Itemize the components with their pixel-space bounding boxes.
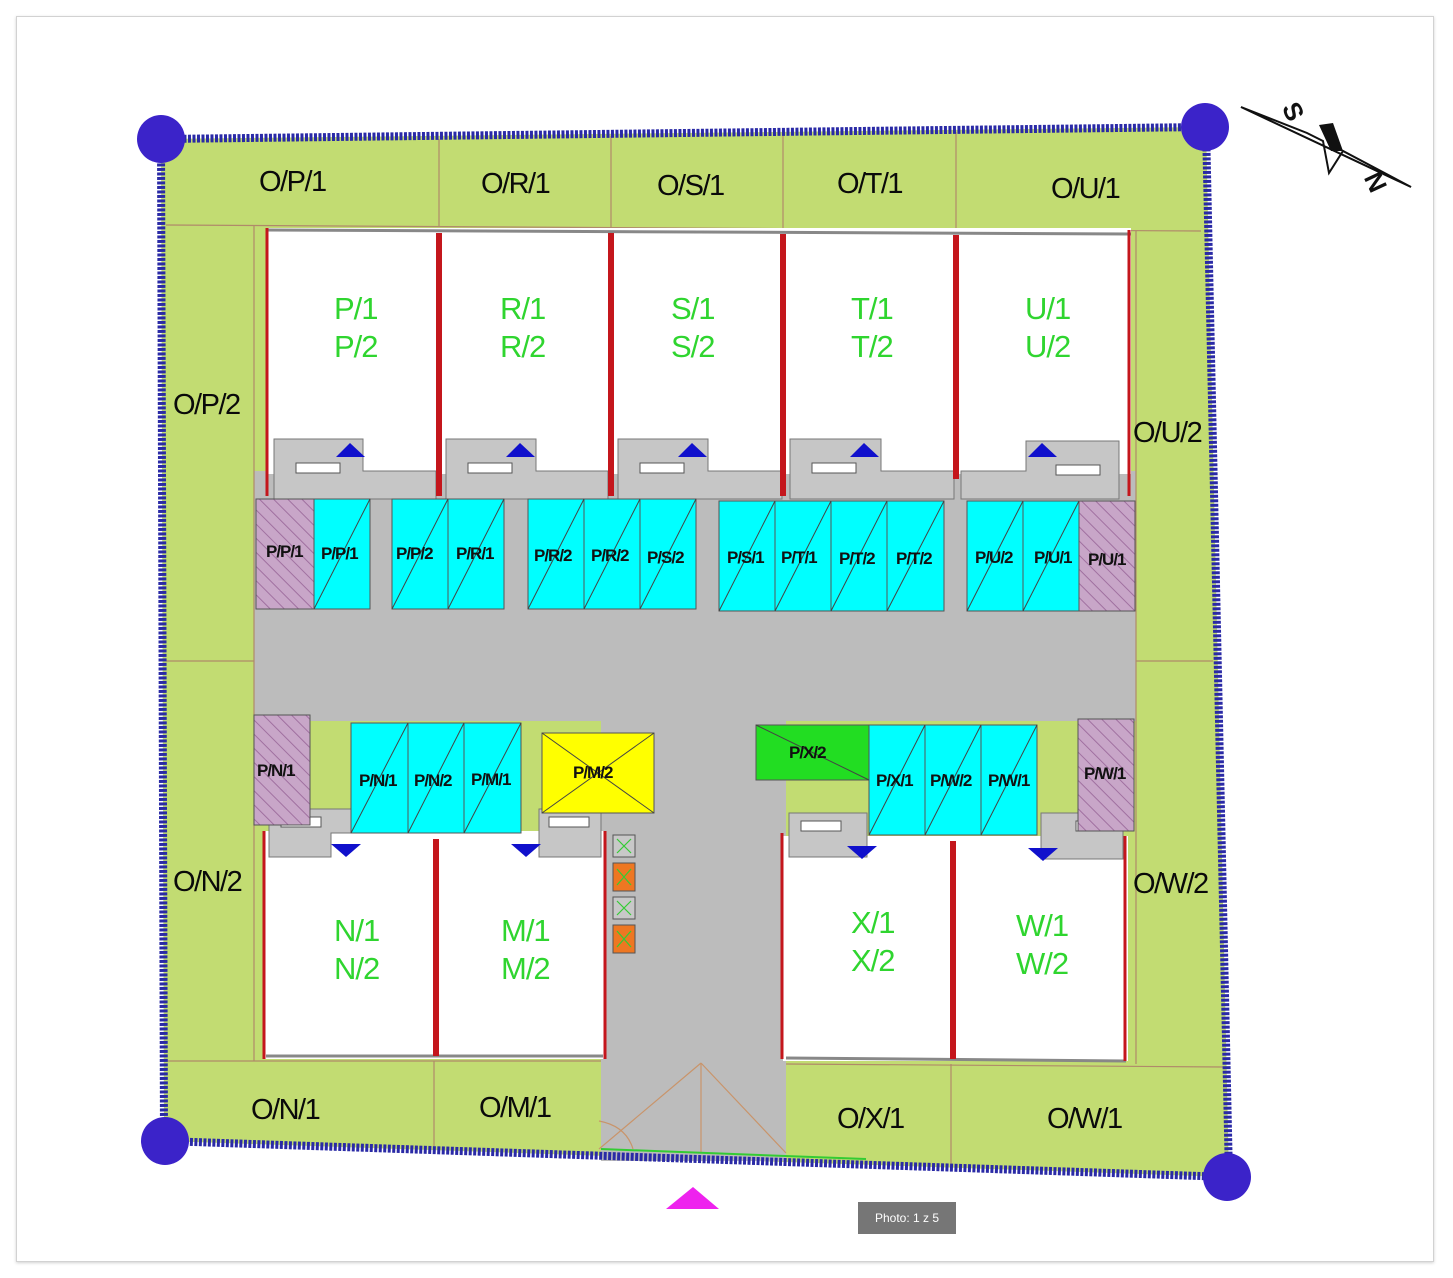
plot-label: O/T/1 — [837, 168, 902, 200]
parking-label: P/M/2 — [573, 763, 613, 782]
compass-south-label: S — [1276, 97, 1311, 125]
unit-label: X/2 — [851, 943, 895, 978]
parking-bays — [253, 498, 1136, 836]
parking-label: P/N/1 — [257, 761, 295, 780]
outer-walls-south — [262, 831, 1127, 1061]
unit-label: M/2 — [501, 951, 550, 986]
parking-labels: P/P/1 P/P/1 P/P/2 P/R/1 P/R/2 P/R/2 P/S/… — [257, 542, 1127, 790]
parking-label: P/S/2 — [647, 548, 684, 567]
unit-label: R/2 — [500, 329, 545, 364]
meter-icons — [616, 838, 632, 948]
parking-label: P/R/1 — [456, 544, 494, 563]
parking-label: P/P/1 — [321, 544, 358, 563]
south-buildings — [262, 808, 1128, 1063]
stair-arrow-down-icon — [331, 844, 1058, 861]
plot-label: O/R/1 — [481, 168, 550, 200]
parking-label: P/M/1 — [471, 770, 511, 789]
parking-label: P/W/1 — [1084, 764, 1126, 783]
gate-lines — [598, 1062, 787, 1154]
unit-label: T/1 — [851, 291, 893, 326]
unit-label: S/1 — [671, 291, 715, 326]
parking-label: P/P/2 — [396, 544, 433, 563]
corner-markers — [137, 103, 1251, 1201]
gate-threshold — [600, 1148, 867, 1160]
entrance-marker-icon — [666, 1187, 719, 1209]
parking-label: P/T/2 — [839, 549, 875, 568]
north-stair-landings — [273, 438, 1120, 500]
plot-label: O/M/1 — [479, 1092, 551, 1124]
parking-label: P/R/2 — [534, 546, 572, 565]
parking-label: P/P/1 — [266, 542, 303, 561]
parking-label: P/W/2 — [930, 771, 972, 790]
unit-label: X/1 — [851, 905, 895, 940]
unit-label: P/2 — [334, 329, 378, 364]
stair-arrow-up-icon — [336, 443, 1057, 457]
outer-plot-labels: O/P/1 O/R/1 O/S/1 O/T/1 O/U/1 O/P/2 O/U/… — [173, 166, 1210, 1135]
parking-label: P/R/2 — [591, 546, 629, 565]
unit-label: T/2 — [851, 329, 893, 364]
party-walls-north — [436, 233, 959, 496]
parking-label: P/T/2 — [896, 549, 932, 568]
plot-label: O/W/2 — [1133, 868, 1208, 900]
unit-label: S/2 — [671, 329, 715, 364]
plot-label: O/N/1 — [251, 1094, 320, 1126]
party-walls-south — [433, 839, 956, 1059]
parking-label: P/S/1 — [727, 548, 764, 567]
parking-label: P/T/1 — [781, 548, 817, 567]
stair-treads-north — [295, 462, 1101, 476]
image-frame: S N O/P/1 O/R/1 O/S/1 O/T/1 O/U/1 O/P/2 … — [16, 16, 1434, 1262]
parking-label: P/X/2 — [789, 743, 826, 762]
unit-label: U/2 — [1025, 329, 1070, 364]
unit-label: P/1 — [334, 291, 378, 326]
parking-label: P/U/1 — [1034, 548, 1072, 567]
plot-label: O/P/1 — [259, 166, 326, 198]
unit-label: U/1 — [1025, 291, 1070, 326]
unit-label: W/2 — [1016, 946, 1068, 981]
plot-label: O/P/2 — [173, 389, 240, 421]
compass-icon: S N — [1240, 97, 1412, 197]
unit-label: R/1 — [500, 291, 545, 326]
plot-label: O/U/2 — [1133, 417, 1202, 449]
parking-label: P/W/1 — [988, 771, 1030, 790]
plot-label: O/X/1 — [837, 1103, 904, 1135]
unit-labels: P/1 P/2 R/1 R/2 S/1 S/2 T/1 T/2 U/1 U/2 … — [334, 291, 1071, 986]
unit-label: N/1 — [334, 913, 379, 948]
parking-label: P/X/1 — [876, 771, 913, 790]
plot-label: O/S/1 — [657, 170, 724, 202]
outer-walls-north — [265, 228, 1131, 496]
parking-label: P/N/2 — [414, 771, 452, 790]
plot-label: O/W/1 — [1047, 1103, 1122, 1135]
unit-label: N/2 — [334, 951, 379, 986]
parking-label: P/U/1 — [1088, 550, 1126, 569]
compass-north-label: N — [1358, 167, 1393, 197]
photo-counter-badge: Photo: 1 z 5 — [858, 1202, 956, 1234]
parking-label: P/U/2 — [975, 548, 1013, 567]
site-plan: S N O/P/1 O/R/1 O/S/1 O/T/1 O/U/1 O/P/2 … — [137, 97, 1412, 1209]
parking-label: P/N/1 — [359, 771, 397, 790]
north-buildings — [265, 228, 1132, 500]
plot-label: O/N/2 — [173, 866, 242, 898]
parking-diagonals — [313, 498, 1080, 836]
unit-label: M/1 — [501, 913, 550, 948]
plot-label: O/U/1 — [1051, 173, 1120, 205]
unit-label: W/1 — [1016, 908, 1068, 943]
